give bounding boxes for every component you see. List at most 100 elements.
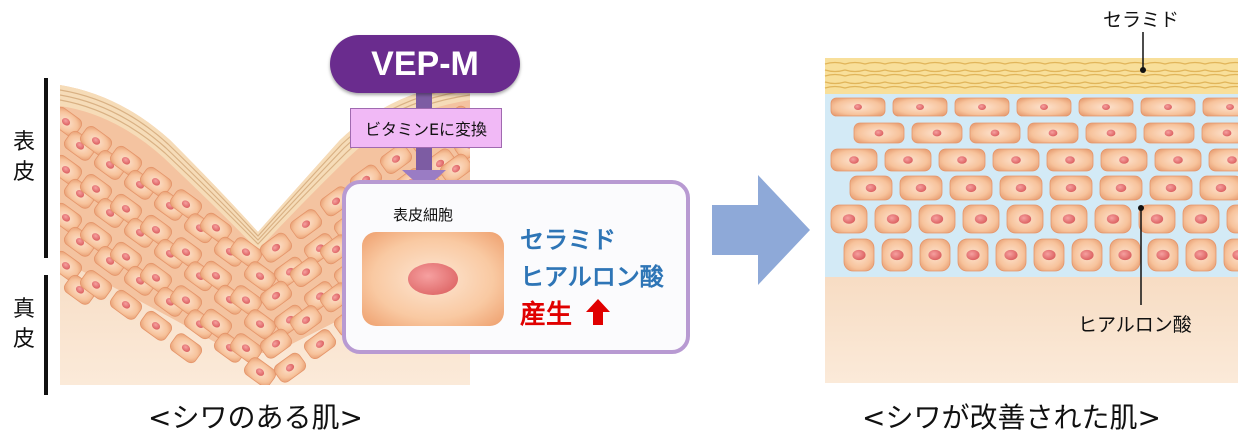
epidermal-cell-shape bbox=[289, 305, 323, 336]
epidermal-cell-shape bbox=[109, 193, 143, 224]
organized-cell-shape bbox=[1182, 204, 1220, 234]
organized-cell-shape bbox=[1223, 238, 1238, 272]
epidermal-cell-shape bbox=[60, 106, 83, 137]
organized-cell-shape bbox=[1046, 148, 1094, 172]
organized-cell-shape bbox=[995, 238, 1027, 272]
hyaluronic-annotation: ヒアルロン酸 bbox=[1078, 314, 1192, 336]
epidermal-cell-shape bbox=[289, 257, 323, 288]
epidermal-cell-shape bbox=[109, 145, 143, 176]
organized-cell-shape bbox=[1033, 238, 1065, 272]
organized-cell-shape bbox=[1147, 238, 1179, 272]
organized-cell-shape bbox=[1085, 122, 1137, 144]
organized-cell-shape bbox=[1099, 175, 1143, 201]
epidermal-cell-shape bbox=[439, 153, 470, 184]
organized-cell-shape bbox=[938, 148, 986, 172]
organized-cell-shape bbox=[962, 204, 1000, 234]
organized-cell-shape bbox=[1143, 122, 1195, 144]
epidermal-cell-shape bbox=[60, 154, 83, 185]
organized-cell-shape bbox=[1027, 122, 1079, 144]
organized-cell-shape bbox=[969, 122, 1021, 144]
organized-cell-shape bbox=[874, 204, 912, 234]
conversion-box: ビタミンEに変換 bbox=[350, 108, 502, 148]
epidermal-cell-shape bbox=[199, 308, 233, 339]
product-hyaluronic-acid: ヒアルロン酸 bbox=[520, 263, 664, 291]
epidermal-cell-shape bbox=[273, 352, 307, 383]
organized-cell-shape bbox=[1140, 97, 1196, 117]
organized-cell-shape bbox=[884, 148, 932, 172]
epidermal-cell-shape bbox=[139, 214, 173, 245]
epidermal-cell bbox=[362, 232, 504, 326]
production-label: 産生 bbox=[520, 294, 611, 331]
organized-cell-shape bbox=[1199, 175, 1238, 201]
organized-cell-shape bbox=[830, 204, 868, 234]
ceramide-line bbox=[824, 85, 1238, 89]
epidermal-cell-shape bbox=[169, 189, 203, 220]
epidermal-cell-shape bbox=[153, 190, 187, 221]
organized-cell-shape bbox=[843, 238, 875, 272]
epidermal-cell-shape bbox=[79, 126, 113, 156]
epidermal-cell-shape bbox=[229, 285, 263, 316]
organized-cell-shape bbox=[919, 238, 951, 272]
epidermal-cell-shape bbox=[259, 232, 293, 263]
organized-cell-shape bbox=[1071, 238, 1103, 272]
epidermal-cell-shape bbox=[60, 250, 83, 281]
organized-cell-shape bbox=[992, 148, 1040, 172]
epidermal-cell-shape bbox=[259, 280, 293, 311]
epidermal-cell-shape bbox=[60, 202, 83, 233]
organized-cell-shape bbox=[1050, 204, 1088, 234]
epidermal-cell-shape bbox=[243, 357, 277, 385]
organized-cell-shape bbox=[1078, 97, 1134, 117]
caption-wrinkled: <シワのある肌> bbox=[148, 401, 363, 434]
organized-cell-shape bbox=[1154, 148, 1202, 172]
organized-cell-shape bbox=[911, 122, 963, 144]
improved-skin bbox=[824, 58, 1238, 383]
epidermal-cell-shape bbox=[169, 333, 203, 364]
annotation-lines bbox=[1138, 32, 1146, 305]
organized-cell-shape bbox=[1201, 122, 1238, 144]
dermis-bracket bbox=[44, 275, 48, 395]
epidermal-cell-shape bbox=[79, 222, 113, 252]
organized-cell-shape bbox=[1100, 148, 1148, 172]
epidermal-cell-shape bbox=[63, 178, 97, 209]
organized-cell-shape bbox=[849, 175, 893, 201]
organized-cell-shape bbox=[1208, 148, 1238, 172]
cell-nucleus bbox=[408, 263, 458, 295]
organized-cell-shape bbox=[1226, 204, 1238, 234]
epidermal-cell-shape bbox=[79, 174, 113, 204]
organized-cell-shape bbox=[1149, 175, 1193, 201]
organized-cell-shape bbox=[954, 97, 1010, 117]
epidermal-cell-shape bbox=[79, 270, 113, 300]
epidermal-cell-shape bbox=[139, 310, 173, 341]
up-arrow-icon bbox=[586, 299, 611, 325]
ceramide-line bbox=[824, 69, 1238, 73]
organized-cell-shape bbox=[957, 238, 989, 272]
organized-cell-shape bbox=[949, 175, 993, 201]
production-text: 産生 bbox=[520, 300, 573, 330]
epidermal-cell-shape bbox=[243, 309, 277, 340]
epidermis-label: 表皮 bbox=[12, 130, 35, 185]
organized-cell-shape bbox=[1006, 204, 1044, 234]
epidermal-cell-shape bbox=[259, 328, 293, 359]
caption-improved: <シワが改善された肌> bbox=[862, 401, 1161, 434]
ceramide-line bbox=[824, 61, 1238, 65]
epidermal-cell-shape bbox=[109, 289, 143, 320]
organized-cell-shape bbox=[830, 148, 878, 172]
epidermal-cell-shape bbox=[289, 209, 323, 240]
organized-cell-shape bbox=[1138, 204, 1176, 234]
epidermal-cell-shape bbox=[199, 212, 233, 243]
organized-cell-shape bbox=[999, 175, 1043, 201]
organized-cell-shape bbox=[1109, 238, 1141, 272]
cell-title: 表皮細胞 bbox=[393, 206, 454, 224]
organized-cell-shape bbox=[899, 175, 943, 201]
organized-cell-shape bbox=[853, 122, 905, 144]
product-ceramide: セラミド bbox=[520, 226, 616, 254]
epidermal-cell-shape bbox=[109, 241, 143, 272]
epidermal-cell-shape bbox=[243, 261, 277, 292]
epidermal-cell-shape bbox=[139, 166, 173, 197]
epidermal-cell-shape bbox=[229, 237, 263, 268]
dermis-label: 真皮 bbox=[12, 297, 35, 352]
ceramide-line bbox=[824, 81, 1238, 85]
epidermal-cell-shape bbox=[379, 144, 413, 174]
organized-cell-shape bbox=[1094, 204, 1132, 234]
organized-cell-shape bbox=[918, 204, 956, 234]
